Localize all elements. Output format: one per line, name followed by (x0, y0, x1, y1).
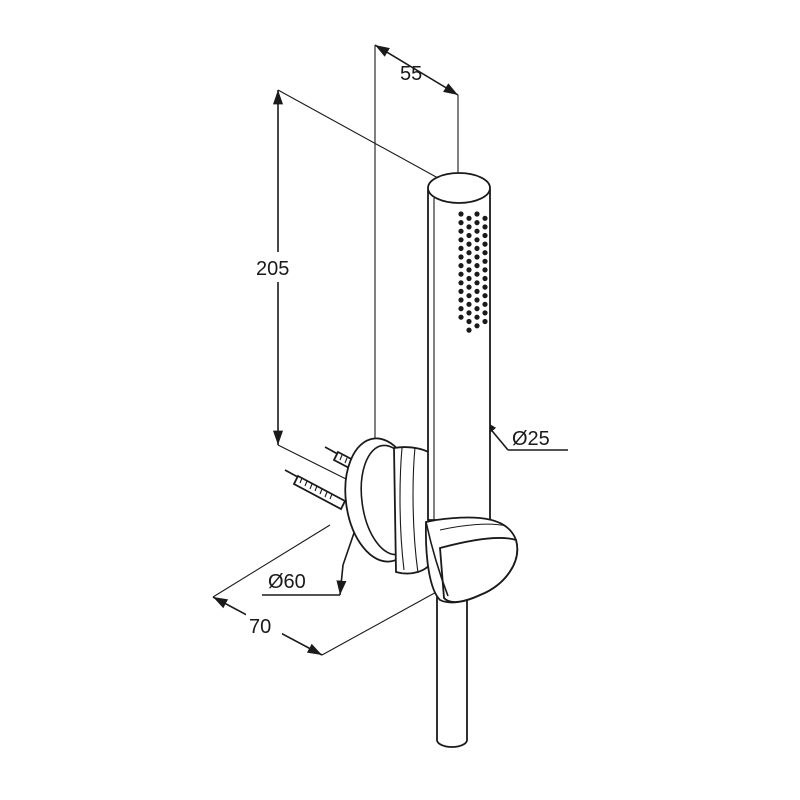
hand-shower (427, 172, 491, 521)
label-backdrop (254, 252, 302, 282)
spray-nozzles (458, 211, 488, 333)
bracket-rim (439, 523, 507, 531)
spray-nozzle (458, 211, 464, 217)
spray-nozzle (474, 228, 480, 234)
spray-nozzle (458, 237, 464, 243)
dimension-label-55: 55 (400, 63, 422, 85)
flange-edge-line (412, 446, 419, 574)
spray-nozzle (474, 314, 480, 320)
spray-nozzle (482, 258, 488, 264)
dimension-label-70: 70 (249, 616, 271, 638)
dimension-height: 205 (254, 89, 439, 491)
spray-nozzle (474, 323, 480, 329)
spray-nozzle (458, 297, 464, 303)
spray-nozzle (482, 224, 488, 230)
extension-line (321, 589, 441, 656)
spray-nozzle (474, 245, 480, 251)
spray-nozzle (482, 284, 488, 290)
dimension-depth: 70 (212, 524, 441, 656)
spray-nozzle (466, 250, 472, 256)
holder-bracket (424, 516, 519, 604)
spray-nozzle (482, 293, 488, 299)
spray-nozzle (466, 224, 472, 230)
spray-nozzle (458, 314, 464, 320)
hose-pipe (436, 573, 468, 748)
flange-edge-line (399, 447, 405, 571)
spray-nozzle (458, 263, 464, 269)
spray-nozzle (482, 267, 488, 273)
spray-nozzle (466, 327, 472, 333)
spray-nozzle (482, 275, 488, 282)
spray-nozzle (466, 232, 472, 239)
wall-screw-lower (284, 469, 347, 511)
dimension-label-205: 205 (256, 258, 289, 280)
shower-top-cap (427, 172, 491, 204)
spray-nozzle (482, 250, 488, 256)
screw-thread (299, 477, 333, 500)
spray-nozzle (474, 306, 480, 312)
spray-nozzle (482, 215, 488, 221)
spray-nozzle (458, 228, 464, 234)
spray-nozzle (466, 258, 472, 264)
dimension-label-d60: Ø60 (268, 571, 306, 593)
spray-nozzle (466, 275, 472, 282)
spray-nozzle (474, 254, 480, 260)
spray-nozzle (458, 280, 464, 286)
dimension-width-top: 55 (374, 44, 459, 445)
spray-nozzle (474, 297, 480, 303)
spray-nozzle (466, 301, 472, 307)
spray-nozzle (466, 267, 472, 273)
spray-nozzle (474, 211, 480, 217)
spray-nozzle (458, 220, 464, 226)
spray-nozzle (474, 263, 480, 269)
bracket-edge (425, 521, 449, 597)
spray-nozzle (458, 288, 464, 294)
spray-nozzle (482, 241, 488, 247)
spray-nozzle (482, 301, 488, 307)
spray-nozzle (458, 271, 464, 277)
extension-line (277, 89, 439, 179)
spray-nozzle (458, 254, 464, 260)
spray-nozzle (466, 284, 472, 290)
extension-line (212, 524, 331, 598)
spray-nozzle (474, 237, 480, 243)
spray-nozzle (466, 215, 472, 221)
spray-nozzle (466, 318, 472, 325)
spray-nozzle (466, 293, 472, 299)
label-backdrop (246, 613, 282, 639)
wall-flange (344, 437, 433, 575)
dimension-flange-diameter: Ø60 (262, 497, 367, 596)
dimension-head-diameter: Ø25 (482, 419, 568, 451)
spray-nozzle (474, 220, 480, 226)
spray-nozzle (466, 241, 472, 247)
spray-nozzle (474, 288, 480, 294)
bracket-cap (439, 537, 519, 603)
spray-nozzle (458, 245, 464, 251)
spray-nozzle (466, 310, 472, 316)
spray-nozzle (482, 318, 488, 325)
spray-nozzle (482, 232, 488, 239)
screw-shank (292, 474, 347, 511)
hose-body (436, 573, 468, 748)
dimension-label-d25: Ø25 (512, 428, 550, 450)
spray-nozzle (482, 310, 488, 316)
dimension-arrow (374, 44, 459, 96)
spray-nozzle (474, 280, 480, 286)
spray-nozzle (474, 271, 480, 277)
dimension-arrow (336, 564, 347, 596)
spray-nozzle (458, 306, 464, 312)
